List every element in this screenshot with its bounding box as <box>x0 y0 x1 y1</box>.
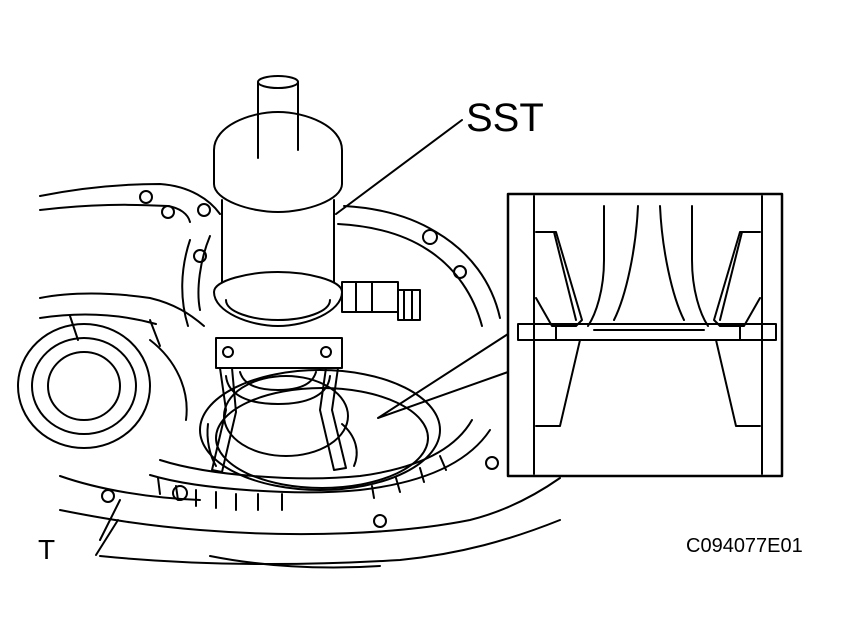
output-bore <box>18 316 187 448</box>
bolt-bosses <box>102 191 498 527</box>
sst-puller <box>212 76 420 472</box>
sst-label: SST <box>466 96 544 140</box>
callout-leader <box>378 334 508 418</box>
orientation-mark: T <box>38 534 56 565</box>
illustration-code: C094077E01 <box>686 535 803 557</box>
detail-inset <box>508 194 782 476</box>
bearing-bore <box>150 370 490 492</box>
ring-teeth <box>158 456 446 510</box>
sst-leader-line <box>336 120 462 214</box>
